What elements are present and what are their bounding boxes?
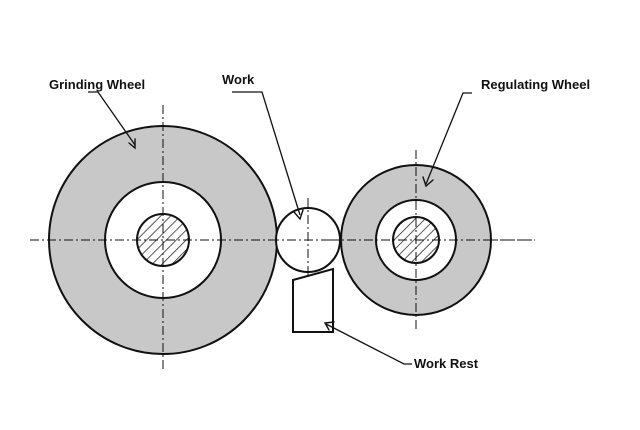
arrow-work	[293, 209, 304, 221]
label-work-rest: Work Rest	[414, 356, 479, 371]
arrow-work-rest	[323, 321, 335, 331]
arrow-grinding-wheel	[128, 138, 136, 150]
leader-work	[232, 91, 304, 221]
work-piece	[270, 198, 346, 285]
label-regulating-wheel: Regulating Wheel	[481, 77, 590, 92]
label-grinding-wheel: Grinding Wheel	[49, 77, 145, 92]
grinding-wheel	[30, 105, 296, 372]
leader-regulating-wheel	[422, 92, 472, 188]
work-rest	[292, 267, 334, 333]
leader-grinding-wheel	[88, 91, 136, 150]
label-work: Work	[222, 72, 255, 87]
arrow-regulating-wheel	[422, 176, 434, 188]
regulating-wheel	[330, 150, 535, 330]
leader-work-rest	[323, 321, 412, 365]
